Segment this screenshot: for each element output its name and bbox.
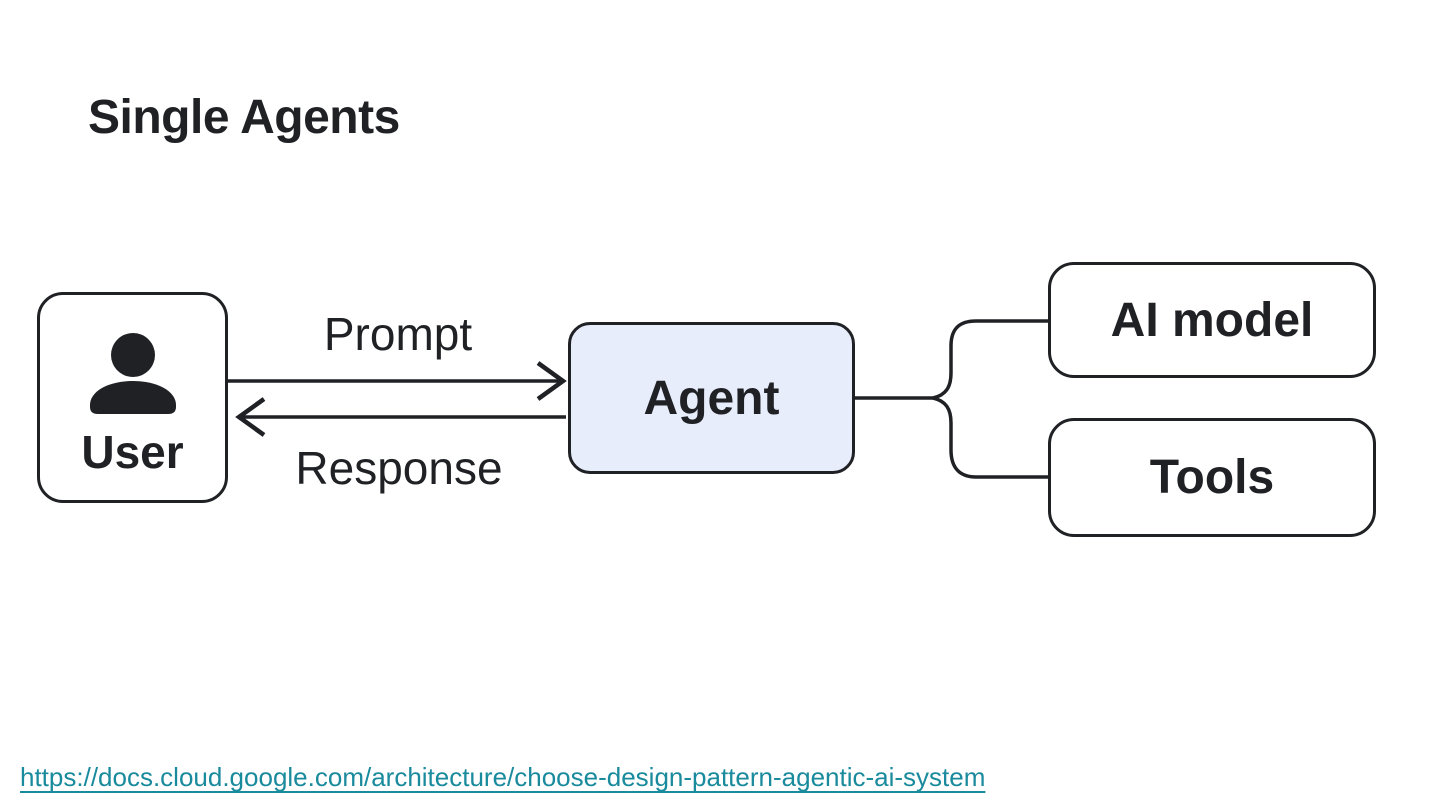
user-box: User <box>37 292 228 503</box>
fork-branch-tools <box>932 396 1048 479</box>
prompt-arrow <box>228 361 567 401</box>
page-title: Single Agents <box>88 91 400 144</box>
ai-model-box: AI model <box>1048 262 1376 378</box>
user-person-icon <box>89 333 176 414</box>
response-label: Response <box>295 442 503 494</box>
prompt-label: Prompt <box>323 308 473 360</box>
fork-branch-ai-model <box>932 319 1048 400</box>
ai-model-box-label: AI model <box>1110 293 1314 347</box>
tools-box: Tools <box>1048 418 1376 537</box>
user-box-label: User <box>81 426 184 478</box>
agent-box-label: Agent <box>643 371 780 425</box>
response-arrow <box>235 397 566 437</box>
agent-box: Agent <box>568 322 855 474</box>
source-link[interactable]: https://docs.cloud.google.com/architectu… <box>20 762 986 792</box>
tools-box-label: Tools <box>1149 451 1275 504</box>
